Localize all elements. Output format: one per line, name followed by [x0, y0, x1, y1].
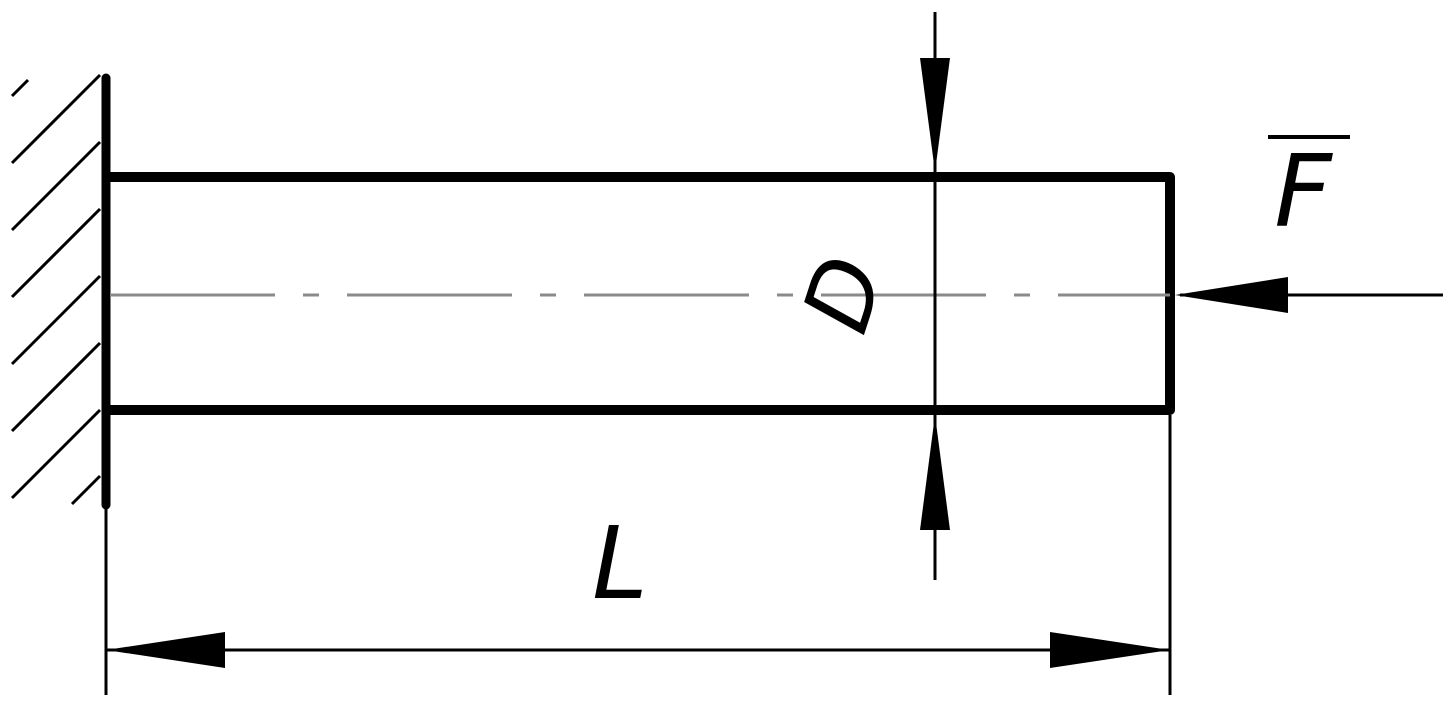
length-arrow-left	[106, 632, 225, 668]
length-arrow-right	[1050, 632, 1170, 668]
diameter-dimension	[920, 12, 950, 580]
length-dimension	[104, 415, 1172, 695]
length-label: L	[592, 505, 648, 622]
force-arrow	[1175, 277, 1443, 313]
force-label: F	[1274, 133, 1333, 250]
diameter-label: D	[782, 244, 906, 344]
fixed-support-hatching	[10, 73, 102, 506]
diameter-arrow-bottom	[920, 415, 950, 530]
force-arrow-head	[1175, 277, 1288, 313]
diameter-arrow-top	[920, 58, 950, 172]
